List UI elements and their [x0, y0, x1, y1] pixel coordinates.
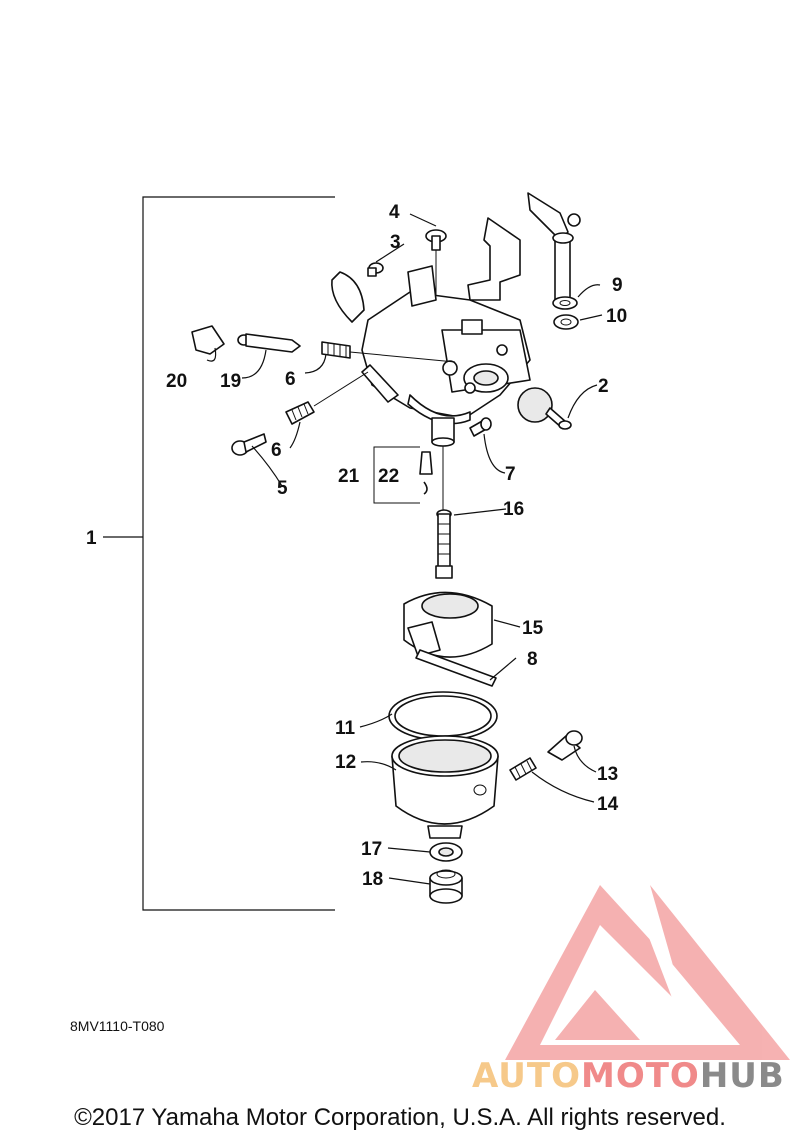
watermark-text: AUTOMOTOHUB — [472, 1056, 785, 1096]
washer-17 — [429, 842, 463, 862]
choke-plate — [517, 387, 553, 423]
screw-5 — [231, 433, 267, 456]
pilot-screw-19 — [237, 333, 301, 353]
spring-6-lower — [285, 371, 369, 425]
assembly-bracket — [103, 196, 335, 911]
leader-lines — [206, 213, 603, 885]
callout-9: 9 — [612, 275, 623, 296]
callout-2: 2 — [598, 376, 609, 397]
callout-10: 10 — [606, 306, 627, 327]
screw-2 — [545, 407, 572, 430]
throttle-plate — [331, 271, 365, 323]
sub-bracket — [373, 446, 420, 504]
callout-11: 11 — [335, 718, 356, 739]
gasket-11 — [388, 691, 498, 741]
diagram-code: 8MV1110-T080 — [70, 1018, 165, 1034]
callout-labels: 1 2 3 4 5 6 6 7 8 9 10 11 12 13 14 15 16… — [86, 202, 627, 890]
callout-19: 19 — [220, 371, 241, 392]
watermark-part-hub: HUB — [699, 1056, 785, 1096]
callout-12: 12 — [335, 752, 356, 773]
washer-10 — [553, 314, 579, 330]
callout-6-lower: 6 — [271, 440, 282, 461]
throttle-lever — [527, 192, 581, 303]
callout-18: 18 — [362, 869, 383, 890]
callout-22: 22 — [378, 466, 399, 487]
callout-13: 13 — [597, 764, 618, 785]
copyright-notice: ©2017 Yamaha Motor Corporation, U.S.A. A… — [74, 1104, 726, 1131]
callout-8: 8 — [527, 649, 538, 670]
callout-17: 17 — [361, 839, 382, 860]
spring-14 — [509, 757, 537, 781]
watermark-part-moto: MOTO — [580, 1056, 700, 1096]
watermark-logo — [505, 885, 790, 1060]
cap-20 — [191, 325, 225, 355]
screw-4 — [425, 229, 447, 320]
callout-7: 7 — [505, 464, 516, 485]
callout-20: 20 — [166, 371, 187, 392]
choke-bracket — [467, 217, 521, 301]
callout-4: 4 — [389, 202, 400, 223]
spring-6-upper — [321, 341, 456, 363]
float-pin-8 — [415, 649, 497, 687]
watermark-part-auto: AUTO — [472, 1056, 581, 1096]
drain-screw-13 — [547, 730, 583, 761]
main-jet-16 — [435, 446, 453, 579]
float-15 — [403, 591, 493, 658]
callout-5: 5 — [277, 478, 288, 499]
callout-14: 14 — [597, 794, 619, 815]
needle-valve-22 — [419, 451, 433, 495]
carburetor-body — [361, 265, 531, 447]
drain-plug-18 — [429, 869, 463, 904]
callout-3: 3 — [390, 232, 401, 253]
float-bowl-12 — [391, 735, 499, 839]
callout-6-upper: 6 — [285, 369, 296, 390]
screw-7 — [469, 417, 492, 437]
washer-9 — [552, 296, 578, 310]
callout-16: 16 — [503, 499, 524, 520]
callout-21: 21 — [338, 466, 360, 487]
callout-1: 1 — [86, 528, 97, 549]
screw-3 — [367, 262, 384, 277]
callout-15: 15 — [522, 618, 544, 639]
